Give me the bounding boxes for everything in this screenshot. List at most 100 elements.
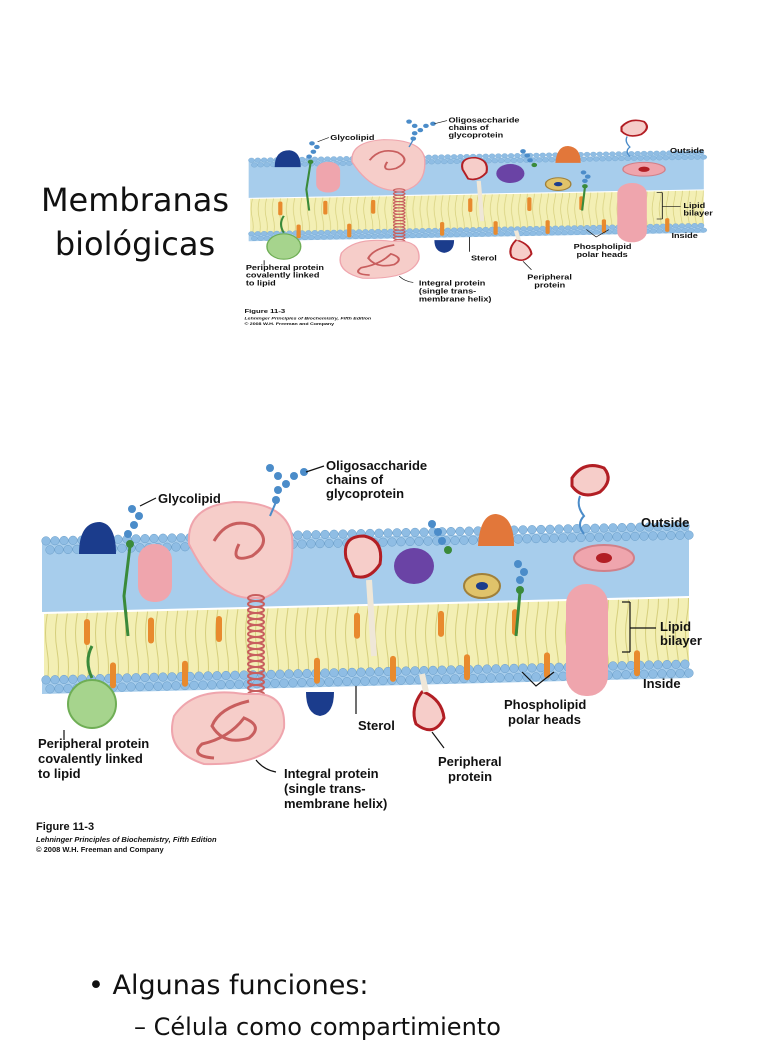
- phospholipid-head: [510, 158, 518, 163]
- phospholipid-head: [207, 680, 217, 690]
- phospholipid-head: [672, 150, 679, 156]
- peripheral-protein-top-right: [570, 464, 610, 535]
- phospholipid-head: [410, 666, 420, 676]
- phospholipid-head: [662, 659, 672, 670]
- phospholipid-head: [605, 156, 613, 162]
- peripheral-protein-inner: [412, 673, 446, 732]
- phospholipid-head: [603, 532, 613, 542]
- leader-lines: [263, 120, 681, 283]
- phospholipid-head: [194, 671, 204, 681]
- phospholipid-head: [68, 535, 78, 545]
- phospholipid-head: [599, 156, 606, 162]
- integral-protein: [339, 139, 426, 279]
- navy-protein-bottom: [306, 692, 334, 716]
- phospholipid-head: [518, 663, 528, 673]
- label-phospholipid: Phospholipid: [574, 243, 632, 251]
- lipid-tails: [250, 190, 704, 235]
- phospholipid-head: [248, 157, 255, 163]
- phospholipid-head: [476, 227, 483, 232]
- label-integral-2: (single trans-: [284, 781, 366, 796]
- phospholipid-head: [68, 674, 78, 684]
- channel-protein: [544, 177, 572, 191]
- phospholipid-head: [362, 229, 369, 235]
- caption-number: Figure 11-3: [36, 821, 94, 833]
- phospholipid-head: [415, 233, 423, 238]
- phospholipid-head: [457, 227, 464, 233]
- phospholipid-head: [549, 533, 559, 543]
- phospholipid-head: [405, 675, 415, 685]
- phospholipid-head: [297, 678, 307, 688]
- phospholipid-head: [675, 530, 685, 540]
- label-peripheral: Peripheral: [438, 754, 502, 769]
- phospholipid-head: [297, 539, 307, 549]
- phospholipid-head: [504, 231, 511, 237]
- label-periph-cov-1: Peripheral protein: [246, 264, 324, 272]
- phospholipid-head: [472, 231, 480, 237]
- phospholipid-head: [653, 522, 663, 532]
- caption-number: Figure 11-3: [244, 309, 285, 315]
- phospholipid-head: [477, 673, 487, 683]
- label-integral-3: membrane helix): [419, 296, 492, 304]
- phospholipid-head: [267, 157, 274, 163]
- label-outside: Outside: [670, 147, 705, 155]
- phospholipid-head: [648, 531, 658, 541]
- sub-bullet-item: – Célula como compartimiento: [134, 1013, 501, 1041]
- title-line-1: Membranas: [40, 181, 230, 219]
- label-oligo-3: glycoprotein: [326, 486, 404, 501]
- phospholipid-head: [308, 235, 315, 240]
- phospholipid-head: [396, 675, 406, 685]
- phospholipid-head: [444, 154, 451, 160]
- sterol-molecule: [468, 198, 473, 212]
- phospholipid-head: [491, 664, 501, 674]
- phospholipid-head: [324, 538, 334, 548]
- phospholipid-head: [140, 672, 150, 683]
- phospholipid-head: [567, 533, 577, 543]
- phospholipid-head: [369, 676, 379, 686]
- phospholipid-head: [520, 226, 527, 232]
- phospholipid-head: [509, 663, 519, 673]
- phospholipid-head: [653, 150, 660, 156]
- phospholipid-head: [257, 162, 264, 168]
- phospholipid-head: [527, 525, 537, 535]
- glycolipid-right: [514, 560, 528, 637]
- phospholipid-head: [656, 155, 663, 161]
- phospholipid-head: [563, 524, 573, 534]
- label-outside: Outside: [641, 515, 689, 530]
- phospholipid-head: [176, 533, 186, 543]
- phospholipid-head: [567, 230, 575, 236]
- phospholipid-head: [422, 232, 429, 238]
- phospholipid-head: [675, 155, 682, 160]
- phospholipid-head: [507, 226, 515, 232]
- phospholipid-head: [596, 151, 603, 157]
- pink-protein-left: [138, 544, 172, 602]
- phospholipid-head: [383, 528, 393, 538]
- phospholipid-head: [41, 675, 51, 685]
- phospholipid-head: [517, 157, 524, 163]
- phospholipid-head: [468, 535, 478, 545]
- integral-pink-right: [566, 584, 608, 696]
- phospholipid-head: [360, 676, 370, 686]
- label-glycolipid: Glycolipid: [158, 491, 221, 506]
- phospholipid-head: [140, 534, 150, 544]
- peripheral-protein-top: [461, 156, 488, 222]
- phospholipid-head: [387, 228, 394, 234]
- phospholipid-head: [599, 523, 609, 533]
- label-oligo-1: Oligosaccharide: [448, 117, 520, 125]
- phospholipid-head: [617, 523, 627, 533]
- phospholipid-head: [135, 682, 145, 692]
- phospholipid-head: [469, 227, 477, 233]
- phospholipid-head: [621, 670, 631, 680]
- phospholipid-head: [158, 533, 168, 543]
- phospholipid-head: [501, 153, 508, 159]
- label-sterol: Sterol: [358, 718, 395, 733]
- phospholipid-head: [653, 223, 660, 229]
- phospholipid-head: [691, 223, 698, 228]
- phospholipid-head: [513, 672, 523, 682]
- phospholipid-head: [466, 232, 473, 237]
- phospholipid-head: [311, 230, 318, 235]
- phospholipid-head: [522, 534, 532, 544]
- label-phospholipid: Phospholipid: [504, 697, 586, 712]
- peripheral-protein-lipid-linked: [67, 645, 117, 729]
- phospholipid-head: [527, 663, 537, 673]
- pink-protein-left: [316, 161, 341, 193]
